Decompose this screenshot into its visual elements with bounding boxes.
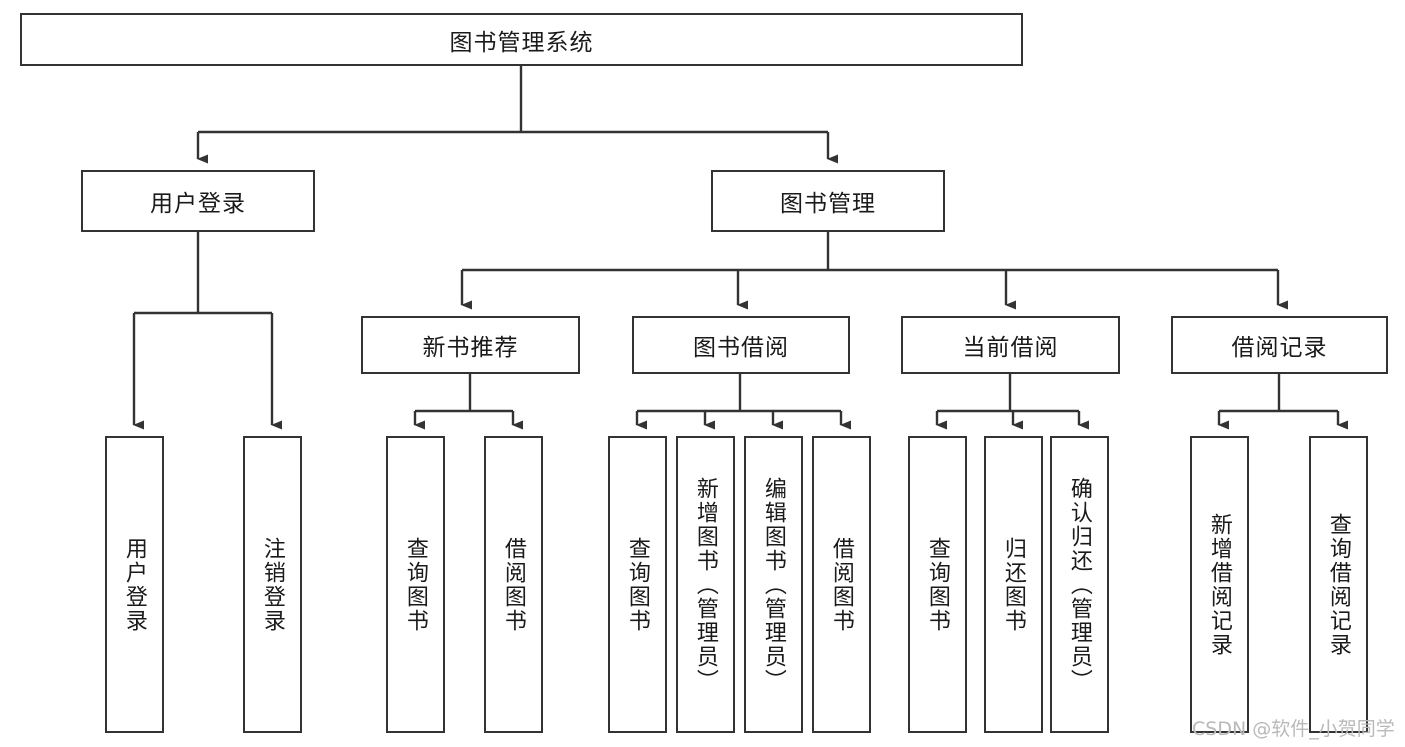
node-label: 归还图书: [1001, 536, 1027, 633]
node-label: 查询图书: [925, 536, 951, 633]
node-label: 查询图书: [403, 536, 429, 633]
node-label: 注销登录: [260, 536, 286, 633]
leaf-node-box[interactable]: 借阅图书: [484, 436, 543, 733]
node-label: 用户登录: [122, 536, 148, 633]
node-label: 确认归还（管理员）: [1067, 476, 1093, 693]
node-label: 图书借阅: [693, 334, 789, 360]
node-label: 借阅记录: [1231, 334, 1328, 360]
level3-node-box[interactable]: 借阅记录: [1171, 316, 1388, 374]
level3-node-box[interactable]: 图书借阅: [632, 316, 850, 374]
level3-node-box[interactable]: 当前借阅: [901, 316, 1120, 374]
leaf-node-box[interactable]: 用户登录: [105, 436, 164, 733]
leaf-node-box[interactable]: 编辑图书（管理员）: [744, 436, 803, 733]
leaf-node-box[interactable]: 归还图书: [984, 436, 1043, 733]
node-label: 当前借阅: [962, 334, 1059, 360]
leaf-node-box[interactable]: 新增图书（管理员）: [676, 436, 735, 733]
csdn-watermark: CSDN @软件_小贺同学: [1192, 718, 1395, 740]
level3-node-box[interactable]: 新书推荐: [361, 316, 580, 374]
leaf-node-box[interactable]: 查询图书: [386, 436, 445, 733]
leaf-node-box[interactable]: 查询图书: [908, 436, 967, 733]
root-node-box[interactable]: 图书管理系统: [20, 13, 1023, 66]
node-label: 图书管理: [780, 190, 876, 216]
node-label: 用户登录: [150, 190, 246, 216]
leaf-node-box[interactable]: 新增借阅记录: [1190, 436, 1249, 733]
node-label: 借阅图书: [501, 536, 527, 633]
node-label: 图书管理系统: [449, 28, 594, 55]
leaf-node-box[interactable]: 查询借阅记录: [1309, 436, 1368, 733]
node-label: 查询图书: [625, 536, 651, 633]
leaf-node-box[interactable]: 借阅图书: [812, 436, 871, 733]
node-label: 新书推荐: [422, 334, 519, 360]
node-label: 新增图书（管理员）: [693, 476, 719, 693]
node-label: 新增借阅记录: [1207, 512, 1233, 657]
level2-node-box[interactable]: 用户登录: [81, 170, 315, 232]
node-label: 借阅图书: [829, 536, 855, 633]
leaf-node-box[interactable]: 查询图书: [608, 436, 667, 733]
node-label: 查询借阅记录: [1326, 512, 1352, 657]
level2-node-box[interactable]: 图书管理: [711, 170, 945, 232]
node-label: 编辑图书（管理员）: [761, 476, 787, 693]
leaf-node-box[interactable]: 注销登录: [243, 436, 302, 733]
leaf-node-box[interactable]: 确认归还（管理员）: [1050, 436, 1109, 733]
